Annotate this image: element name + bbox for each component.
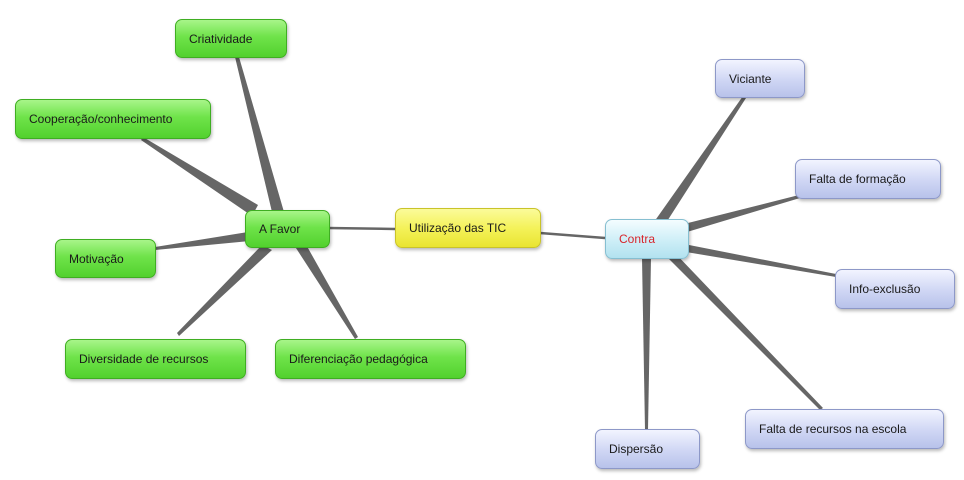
connector-favor-criatividade <box>235 57 284 212</box>
connector-central-contra <box>539 231 606 240</box>
node-diversidade-recursos[interactable]: Diversidade de recursos <box>65 339 246 379</box>
node-criatividade[interactable]: Criatividade <box>175 19 287 58</box>
node-viciante[interactable]: Viciante <box>715 59 805 98</box>
connector-central-favor <box>327 226 396 231</box>
connector-contra-viciante <box>654 96 746 226</box>
hub-node-a-favor-label: A Favor <box>259 222 301 236</box>
node-falta-formacao[interactable]: Falta de formação <box>795 159 941 199</box>
node-diferenciacao-pedagogica[interactable]: Diferenciação pedagógica <box>275 339 466 379</box>
node-diferenciacao-label: Diferenciação pedagógica <box>289 352 428 366</box>
node-viciante-label: Viciante <box>729 71 772 86</box>
node-info-exclusao[interactable]: Info-exclusão <box>835 269 955 309</box>
connector-contra-dispersao <box>642 258 651 430</box>
node-falta-recursos-label: Falta de recursos na escola <box>759 422 907 436</box>
connector-contra-infoexclusao <box>684 244 836 277</box>
node-criatividade-label: Criatividade <box>189 31 253 46</box>
node-falta-formacao-label: Falta de formação <box>809 172 906 186</box>
node-motivacao-label: Motivação <box>69 251 124 266</box>
node-falta-recursos-escola[interactable]: Falta de recursos na escola <box>745 409 944 449</box>
connector-favor-diferenciacao <box>294 241 358 339</box>
connector-contra-falta-recursos <box>666 252 823 410</box>
hub-node-a-favor[interactable]: A Favor <box>245 210 330 248</box>
hub-node-contra-label: Contra <box>619 232 656 246</box>
connector-contra-formacao <box>684 195 800 232</box>
node-diversidade-label: Diversidade de recursos <box>79 352 209 366</box>
connector-favor-cooperacao <box>141 137 258 216</box>
hub-node-contra[interactable]: Contra <box>605 219 689 259</box>
central-node-label: Utilização das TIC <box>409 221 507 235</box>
node-cooperacao-conhecimento[interactable]: Cooperação/conhecimento <box>15 99 211 139</box>
node-motivacao[interactable]: Motivação <box>55 239 156 278</box>
connector-favor-diversidade <box>177 245 272 336</box>
node-cooperacao-label: Cooperação/conhecimento <box>29 112 173 126</box>
node-dispersao[interactable]: Dispersão <box>595 429 700 469</box>
node-dispersao-label: Dispersão <box>609 442 664 456</box>
node-info-exclusao-label: Info-exclusão <box>849 282 921 296</box>
connector-favor-motivacao <box>155 232 250 250</box>
central-node-utilizacao-tic[interactable]: Utilização das TIC <box>395 208 541 248</box>
